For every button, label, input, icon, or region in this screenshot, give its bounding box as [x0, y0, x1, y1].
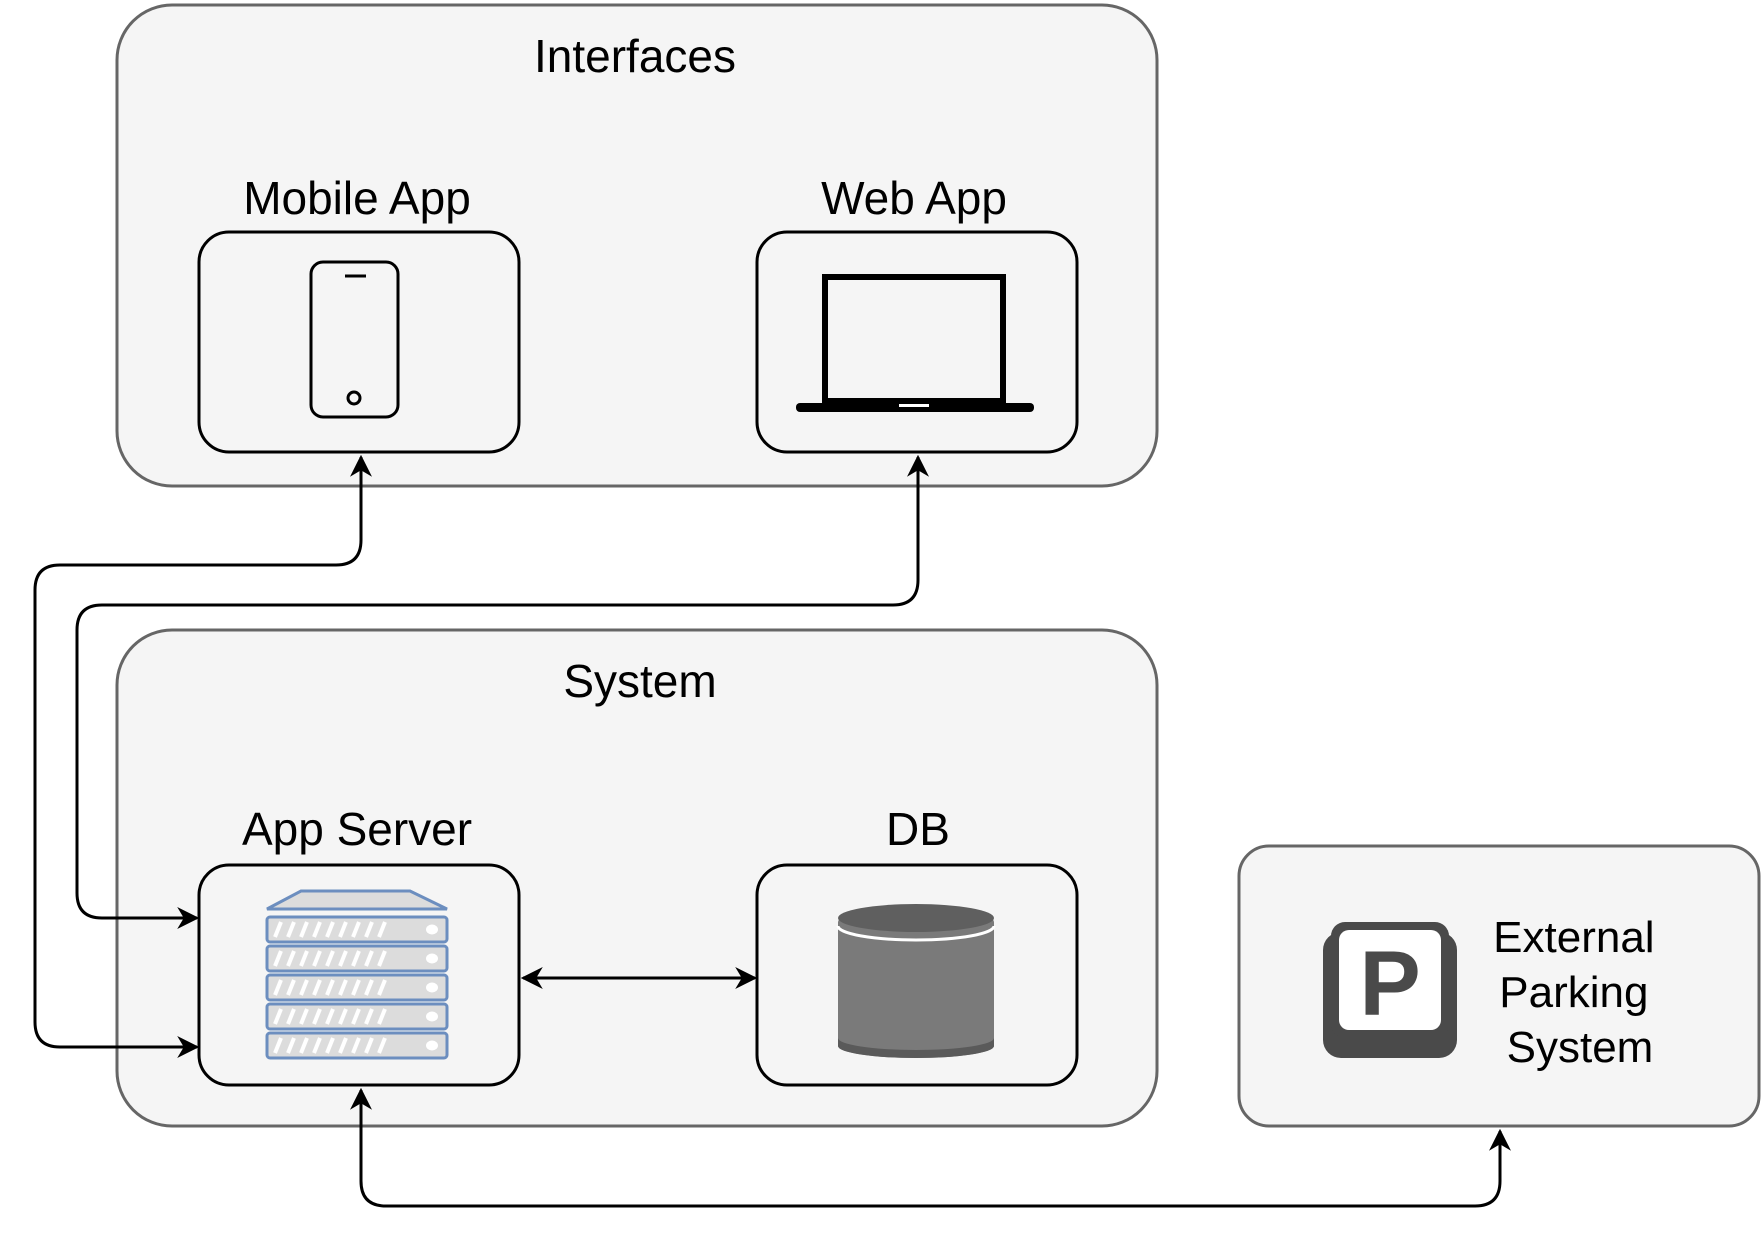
external-label-line-2: Parking [1499, 968, 1648, 1017]
server-rack-icon [265, 889, 449, 1060]
external-label-line-3: System [1507, 1023, 1654, 1072]
web-app-label: Web App [821, 172, 1007, 224]
interfaces-group: Interfaces [115, 3, 1159, 488]
laptop-icon [796, 274, 1034, 412]
edge-web-app-server [75, 454, 929, 929]
db-label: DB [886, 803, 950, 855]
app-server-label: App Server [242, 803, 472, 855]
connectors [33, 454, 1511, 1208]
parking-sign-icon: P [1323, 922, 1457, 1058]
system-title: System [563, 655, 716, 707]
web-app-node[interactable]: Web App [755, 172, 1079, 454]
smartphone-icon [309, 260, 400, 419]
mobile-app-node[interactable]: Mobile App [197, 172, 521, 454]
svg-text:P: P [1359, 933, 1420, 1035]
external-label-line-1: External [1493, 913, 1654, 962]
external-system-label: External Parking System [1493, 913, 1667, 1072]
mobile-app-label: Mobile App [243, 172, 471, 224]
edge-server-external [350, 1087, 1511, 1208]
external-parking-system-node[interactable]: P External Parking System [1237, 844, 1761, 1128]
interfaces-title: Interfaces [534, 30, 736, 82]
database-cylinder-icon [836, 904, 996, 1058]
